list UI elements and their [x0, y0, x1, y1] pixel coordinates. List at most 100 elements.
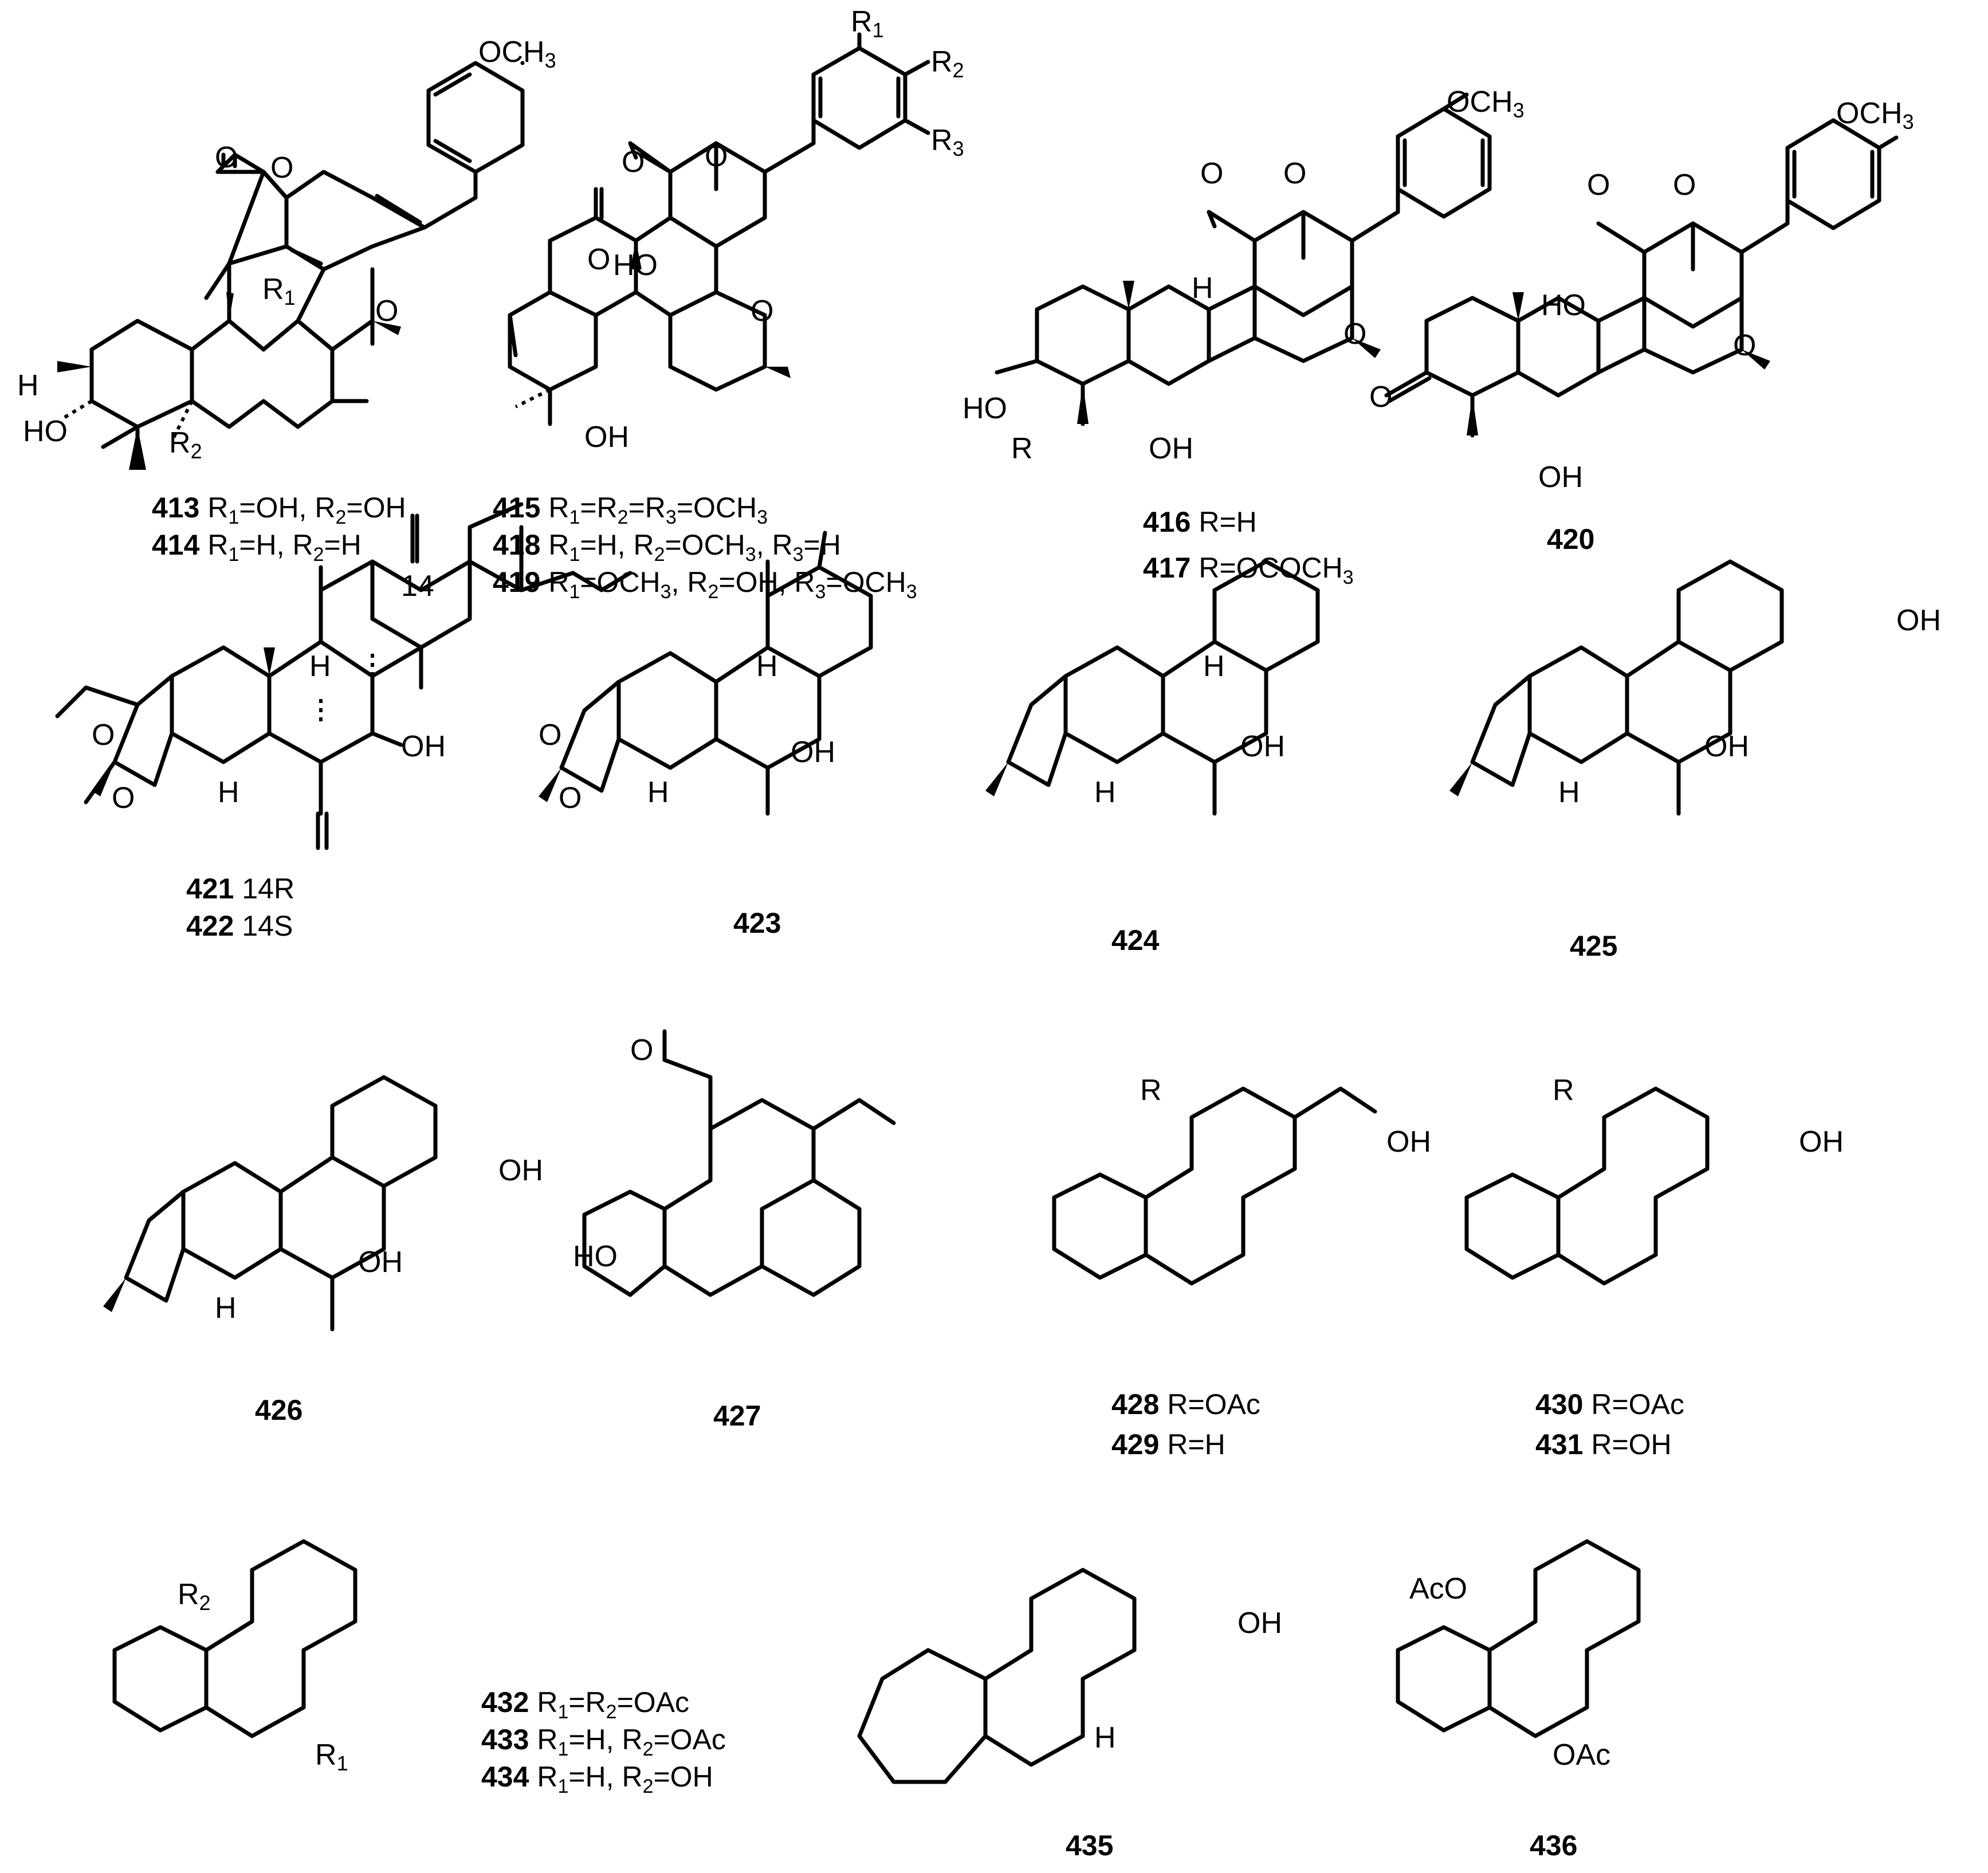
structure-428-429: R OH	[1052, 1074, 1431, 1286]
o1-label-421: O	[92, 718, 115, 752]
structure-435: OH H	[857, 1568, 1282, 1784]
compound-number: 432	[481, 1686, 529, 1718]
methoxy-label-420: OCH3	[1836, 97, 1914, 133]
compound-number: 421	[186, 873, 234, 905]
structure-420: OCH3 O O O HO O OH	[1369, 97, 1914, 494]
methoxy-label-413: OCH3	[478, 36, 556, 72]
compound-number: 423	[733, 907, 781, 939]
ring-o-420: O	[1673, 168, 1696, 202]
ring-o-416: O	[1283, 157, 1306, 190]
caption-434: 434 R1=H, R2=OH	[481, 1761, 713, 1797]
r2-label-432: R2	[178, 1578, 211, 1615]
structure-415-418-419: R1 R2 R3 O O O O HO OH	[508, 5, 964, 454]
structure-425: OH OH H	[1449, 559, 1941, 816]
caption-427: 427	[713, 1398, 761, 1434]
h-label-424-b: H	[1203, 650, 1225, 683]
r2-label-415: R2	[931, 45, 964, 82]
o2-label-421: O	[112, 782, 135, 815]
carbonyl-o-416: O	[1200, 157, 1223, 190]
o1-label-423: O	[539, 718, 561, 752]
compound-number: 436	[1530, 1829, 1578, 1862]
substituent-text: R=OAc	[1167, 1388, 1260, 1420]
caption-428: 428 R=OAc	[1111, 1387, 1260, 1422]
caption-414: 414 R1=H, R2=H	[152, 529, 362, 566]
compound-number: 425	[1570, 930, 1618, 962]
oh2-label-425: OH	[1896, 604, 1941, 637]
structure-416-417: OCH3 O O O H HO R OH	[962, 85, 1525, 465]
oh-label-424: OH	[1240, 730, 1285, 763]
aco-label-436: AcO	[1409, 1572, 1467, 1605]
ho-label-413: HO	[23, 415, 68, 448]
oh-label-426: OH	[358, 1246, 403, 1279]
caption-425: 425	[1570, 928, 1617, 964]
pyran-o-413: O	[375, 295, 398, 328]
oh-label-415: OH	[584, 421, 629, 454]
compound-number: 424	[1111, 924, 1160, 956]
compound-number: 426	[255, 1394, 303, 1426]
ketone-o-420: O	[1369, 380, 1392, 414]
compound-number: 414	[152, 529, 200, 561]
caption-432: 432 R1=R2=OAc	[481, 1686, 690, 1723]
substituent-text: R=H	[1199, 506, 1257, 538]
h-label-421: H	[218, 776, 239, 809]
h-label-421-b: H	[309, 650, 331, 683]
ho-label-420: HO	[1541, 289, 1586, 322]
carbonyl-o-415: O	[622, 146, 645, 179]
r1-label-415: R1	[851, 5, 884, 42]
oac-label-436: OAc	[1553, 1738, 1610, 1772]
structure-424: OH H H	[985, 559, 1320, 816]
compound-number: 422	[186, 910, 234, 942]
caption-426: 426	[255, 1392, 302, 1428]
pyran-o-415: O	[751, 295, 773, 328]
ring-o-415: O	[705, 140, 728, 173]
oh-label-421: OH	[401, 730, 446, 763]
substituent-text: 14R	[242, 873, 295, 905]
compound-number: 430	[1535, 1388, 1584, 1420]
h-label-416: H	[1192, 272, 1213, 305]
substituent-text: R=OAc	[1591, 1388, 1684, 1420]
structure-421-422: 14 OH H H O O	[55, 502, 632, 850]
o2-label-423: O	[559, 782, 582, 815]
oh-label-416: OH	[1149, 432, 1193, 465]
r-label-430: R	[1553, 1074, 1574, 1107]
oh-label-425: OH	[1704, 730, 1749, 763]
caption-420: 420	[1547, 521, 1594, 557]
r-label-416: R	[1011, 432, 1033, 465]
caption-421: 421 14R	[186, 871, 294, 906]
caption-423: 423	[733, 905, 781, 941]
caption-430: 430 R=OAc	[1535, 1387, 1684, 1422]
r-label-428: R	[1140, 1074, 1162, 1107]
caption-433: 433 R1=H, R2=OAc	[481, 1723, 726, 1760]
ho-label-415: HO	[613, 249, 658, 282]
pyran-o-420: O	[1733, 329, 1756, 362]
compound-number: 413	[152, 492, 200, 524]
compound-number: 434	[481, 1761, 529, 1793]
ho-label-416: HO	[962, 392, 1007, 425]
compound-number: 420	[1547, 523, 1595, 555]
h-label-423-b: H	[756, 650, 778, 683]
caption-424: 424	[1111, 922, 1159, 958]
caption-416: 416 R=H	[1143, 504, 1257, 540]
oh2-label-426: OH	[498, 1154, 543, 1187]
compound-number: 429	[1111, 1428, 1160, 1460]
substituent-text: R=OH	[1591, 1428, 1672, 1460]
ring-o-413: O	[270, 151, 293, 184]
ho-label-427: HO	[573, 1240, 618, 1273]
structure-413-414: OCH3 O O O R1 H HO R2	[17, 36, 556, 470]
substituent-text: R=H	[1167, 1428, 1225, 1460]
compound-number: 415	[493, 492, 541, 524]
h-label-435: H	[1094, 1721, 1116, 1754]
r2-label-413: R2	[169, 426, 202, 463]
compound-number: 427	[713, 1400, 761, 1432]
r1-label-432: R1	[315, 1738, 348, 1775]
structure-423: OH H H O O	[539, 531, 873, 816]
h-label-413: H	[17, 369, 39, 402]
compound-number: 418	[493, 529, 541, 561]
carbonyl-o-420: O	[1587, 168, 1610, 202]
oh-label-430: OH	[1799, 1125, 1844, 1159]
o-label-427: O	[630, 1034, 653, 1067]
compound-number: 433	[481, 1723, 529, 1756]
substituent-text: 14S	[242, 910, 293, 942]
h-label-424: H	[1094, 776, 1116, 809]
